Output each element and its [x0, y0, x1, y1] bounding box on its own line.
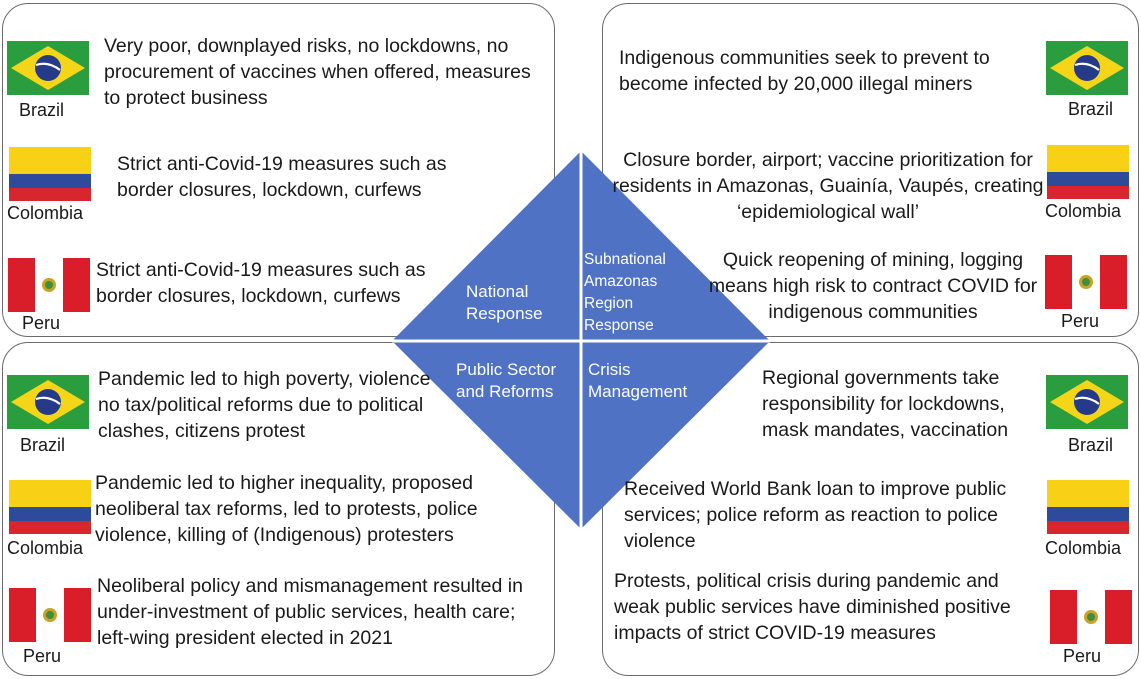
- colombia-flag-icon: [1047, 145, 1129, 199]
- brazil-flag-icon: [7, 375, 89, 429]
- brazil-flag-icon: [1046, 375, 1128, 429]
- national-brazil-text: Very poor, downplayed risks, no lockdown…: [104, 35, 531, 109]
- subnational-brazil-text: Indigenous communities seek to prevent t…: [619, 47, 990, 95]
- colombia-flag-icon: [1047, 480, 1129, 534]
- crisis-colombia-text: Received World Bank loan to improve publ…: [624, 478, 1007, 552]
- subnational-response-label: Subnational Amazonas Region Response: [584, 251, 666, 334]
- country-label-peru: Peru: [23, 646, 62, 666]
- country-label-brazil: Brazil: [1068, 99, 1114, 119]
- subnational-colombia-text: Closure border, airport; vaccine priorit…: [612, 149, 1044, 223]
- national-peru-text: Strict anti-Covid-19 measures such as bo…: [96, 259, 426, 307]
- subnational-peru-text: Quick reopening of mining, logging means…: [708, 249, 1038, 323]
- country-label-colombia: Colombia: [7, 203, 84, 223]
- country-label-peru: Peru: [1061, 311, 1100, 331]
- crisis-brazil-text: Regional governments take responsibility…: [762, 367, 1009, 441]
- public-brazil-text: Pandemic led to high poverty, violence n…: [98, 368, 431, 442]
- national-colombia-text: Strict anti-Covid-19 measures such as bo…: [117, 153, 447, 201]
- colombia-flag-icon: [9, 147, 91, 201]
- country-label-brazil: Brazil: [1068, 435, 1114, 455]
- peru-flag-icon: [1045, 255, 1127, 309]
- country-label-peru: Peru: [1063, 646, 1102, 666]
- colombia-flag-icon: [9, 480, 91, 534]
- peru-flag-icon: [9, 588, 91, 642]
- country-label-colombia: Colombia: [1045, 538, 1122, 558]
- brazil-flag-icon: [7, 41, 89, 95]
- country-label-colombia: Colombia: [7, 538, 84, 558]
- peru-flag-icon: [1050, 590, 1132, 644]
- country-label-brazil: Brazil: [19, 100, 65, 120]
- brazil-flag-icon: [1046, 41, 1128, 95]
- public-peru-text: Neoliberal policy and mismanagement resu…: [97, 575, 523, 649]
- peru-flag-icon: [8, 258, 90, 312]
- crisis-management-label: Crisis Management: [588, 360, 688, 401]
- country-label-brazil: Brazil: [20, 435, 66, 455]
- crisis-peru-text: Protests, political crisis during pandem…: [614, 570, 1011, 644]
- public-sector-label: Public Sector and Reforms: [456, 360, 557, 401]
- country-label-peru: Peru: [22, 313, 61, 333]
- national-response-label: National Response: [466, 282, 543, 323]
- country-label-colombia: Colombia: [1045, 201, 1122, 221]
- public-colombia-text: Pandemic led to higher inequality, propo…: [95, 472, 478, 546]
